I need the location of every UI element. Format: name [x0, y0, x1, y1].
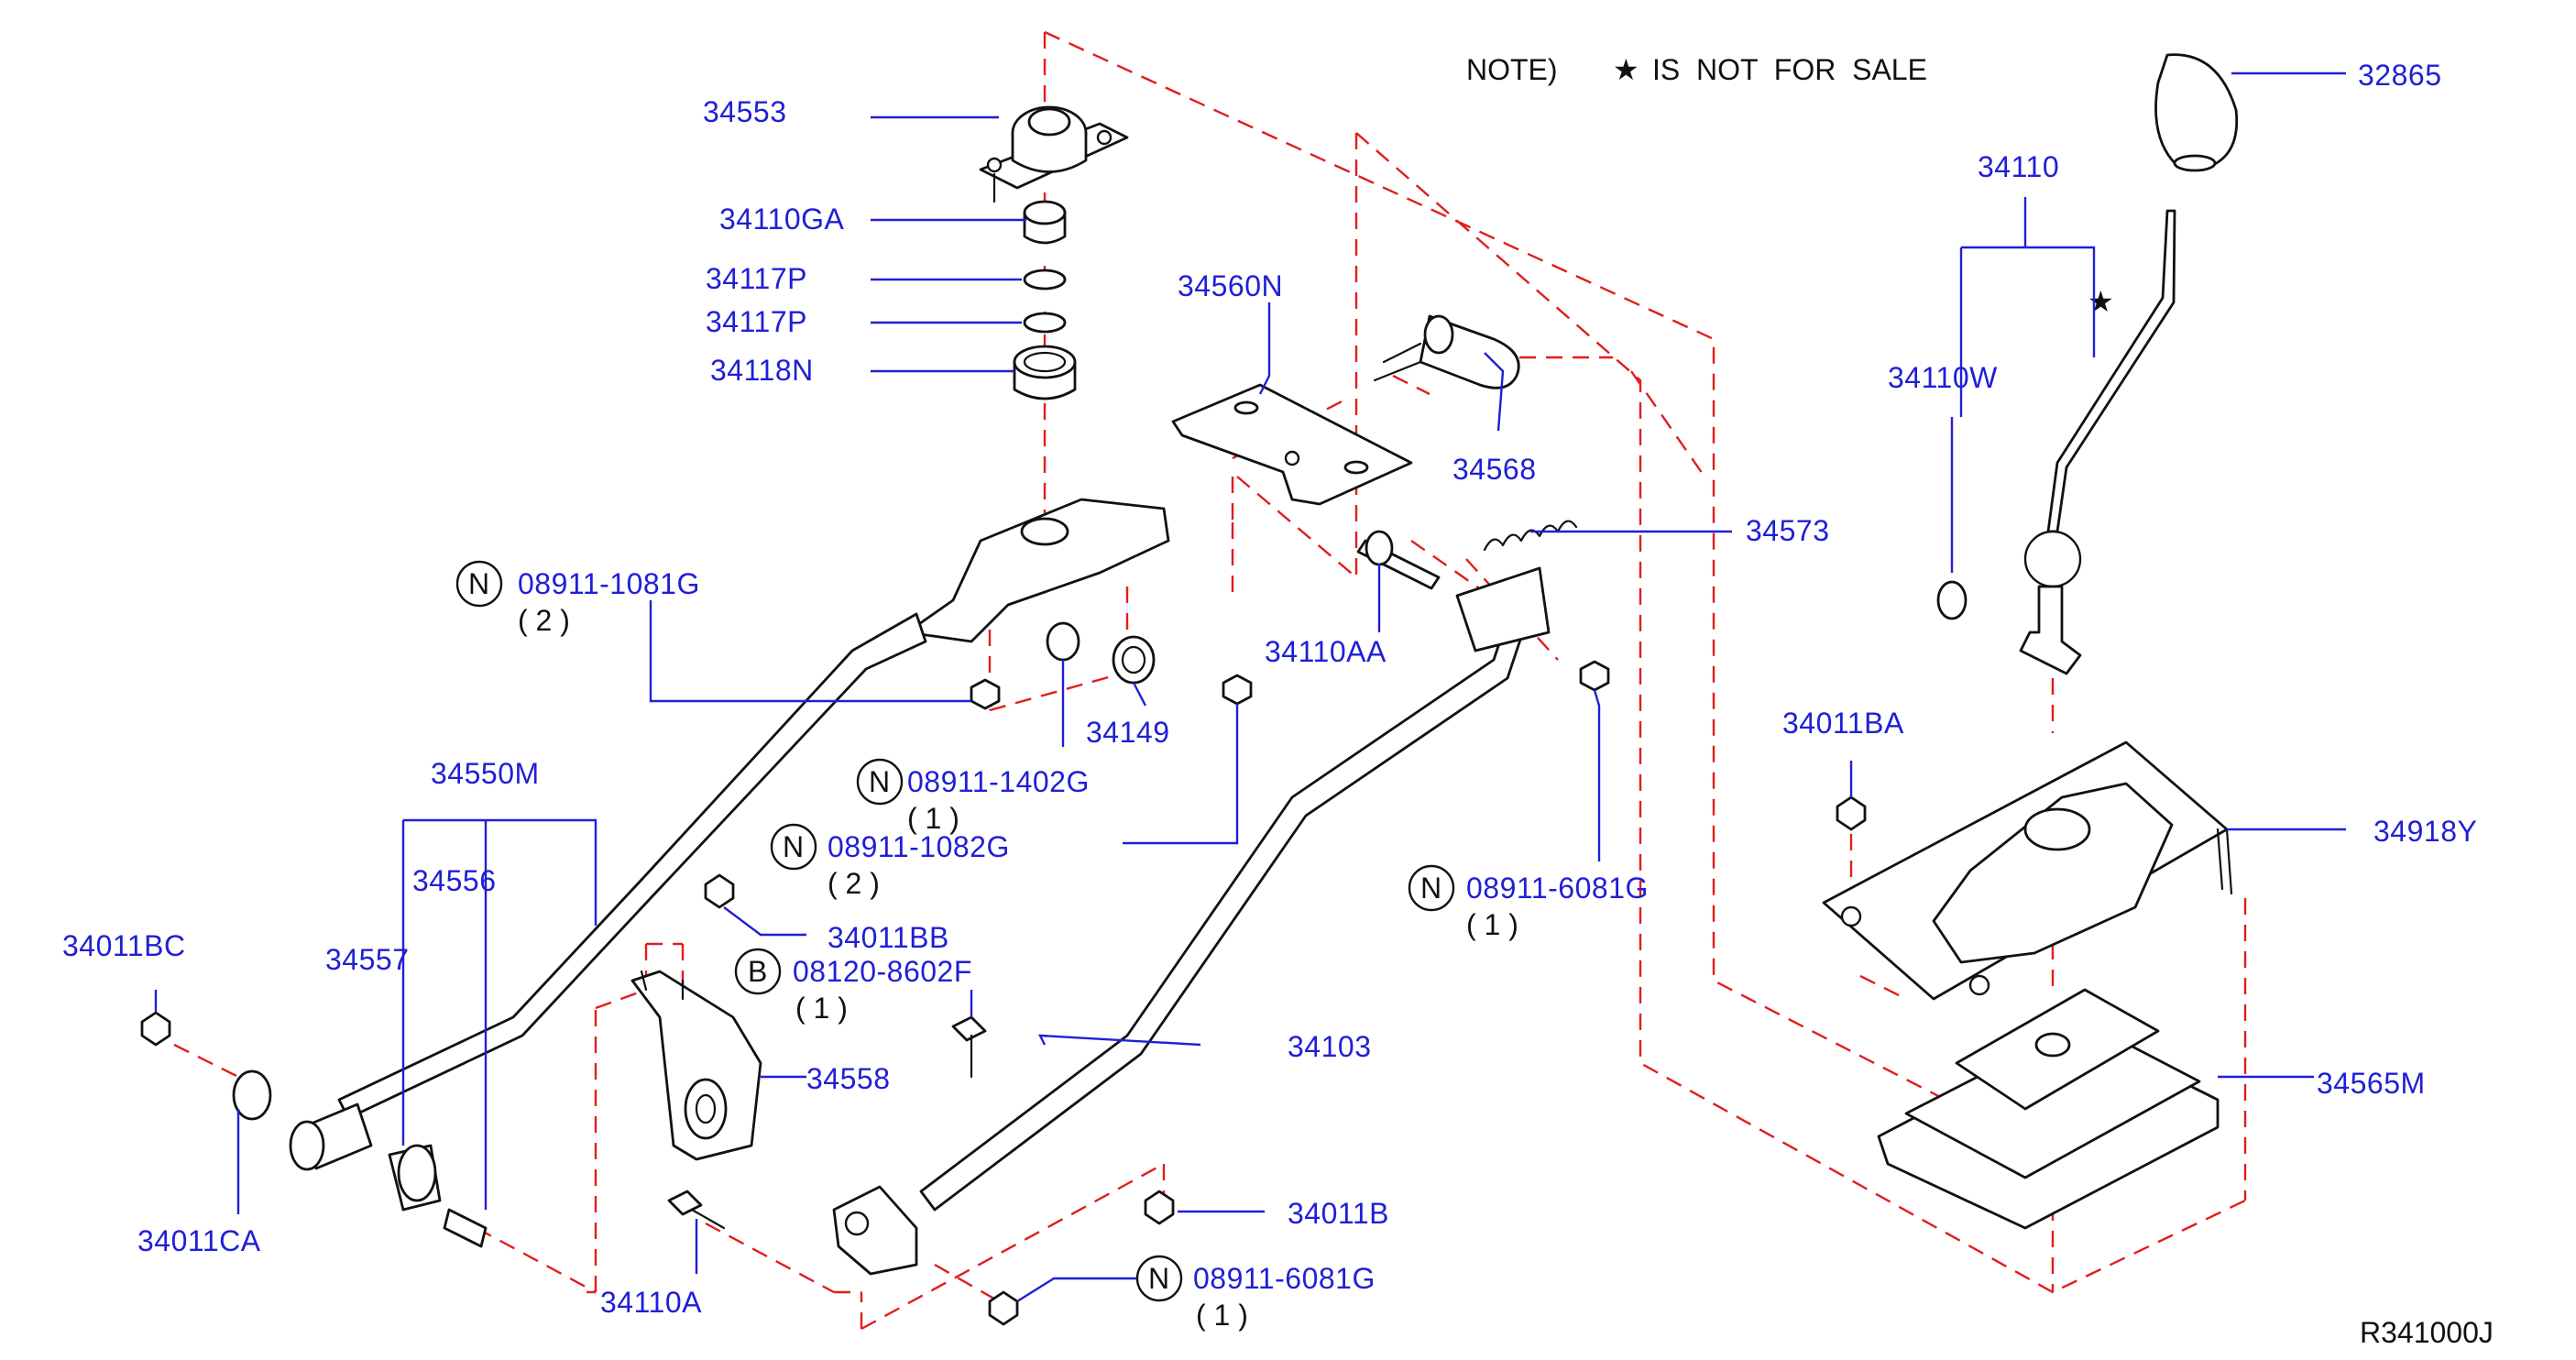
label-34117P-b: 34117P: [706, 305, 807, 338]
qty-08911-1082G: ( 2 ): [828, 867, 880, 900]
label-34110A: 34110A: [600, 1286, 702, 1319]
part-34011CA-washer[interactable]: [232, 1069, 272, 1121]
label-34550M: 34550M: [431, 757, 540, 790]
part-34556-collar[interactable]: [443, 1208, 488, 1248]
part-08120-8602F-bolt[interactable]: [951, 1015, 987, 1079]
label-34560N: 34560N: [1178, 269, 1283, 302]
part-34103-rod[interactable]: [832, 566, 1551, 1276]
label-34110: 34110: [1978, 150, 2059, 183]
label-34011CA: 34011CA: [137, 1224, 261, 1257]
qty-08911-1402G: ( 1 ): [907, 802, 959, 835]
part-34110-shift-lever[interactable]: [2019, 209, 2176, 675]
part-34117P-ring-lower[interactable]: [1023, 312, 1067, 334]
label-34117P-a: 34117P: [706, 262, 807, 295]
prefix-n-6081G-upper: N: [1420, 872, 1441, 905]
part-labels: 34553 34110GA 34117P 34117P 34118N 34560…: [62, 59, 2477, 1332]
label-08911-6081G-upper: 08911-6081G: [1466, 872, 1649, 905]
part-34011B-nut[interactable]: [1144, 1190, 1175, 1225]
prefix-n-1402G: N: [869, 765, 890, 798]
label-08911-1082G: 08911-1082G: [828, 830, 1010, 863]
part-34011BC-nut[interactable]: [140, 1011, 171, 1047]
part-08911-1081G-nut[interactable]: [970, 678, 1001, 710]
part-34110W-seal[interactable]: [1936, 580, 1968, 620]
label-34011BA: 34011BA: [1782, 707, 1904, 740]
part-34573-spring[interactable]: [1483, 520, 1578, 552]
qty-08911-6081G-lower: ( 1 ): [1196, 1299, 1248, 1332]
part-08911-1082G-nut[interactable]: [1222, 674, 1253, 706]
part-34565M-boot[interactable]: [1877, 988, 2220, 1230]
label-34110AA: 34110AA: [1265, 635, 1387, 668]
leader-lines: [154, 71, 2346, 1303]
part-34557-grommet[interactable]: [388, 1144, 442, 1212]
part-34560N-bracket[interactable]: [1171, 383, 1413, 506]
part-32865-knob[interactable]: [2154, 53, 2239, 172]
label-34011B: 34011B: [1288, 1197, 1389, 1230]
part-34011BA-nut[interactable]: [1836, 795, 1867, 831]
note-text: IS NOT FOR SALE: [1652, 53, 1927, 86]
qty-08911-1081G: ( 2 ): [518, 604, 570, 637]
label-34110W: 34110W: [1888, 361, 1998, 394]
label-34553: 34553: [703, 95, 786, 128]
label-34573: 34573: [1746, 514, 1829, 547]
label-08911-1081G: 08911-1081G: [518, 567, 700, 600]
label-34565M: 34565M: [2317, 1067, 2426, 1100]
part-34568-pin[interactable]: [1373, 314, 1520, 389]
prefix-n-1081G: N: [468, 567, 489, 600]
prefix-n-6081G-lower: N: [1148, 1262, 1169, 1295]
circled-prefixes: N N N B N N: [455, 560, 1455, 1302]
prefix-b-8602F: B: [748, 955, 767, 988]
part-34117P-ring-upper[interactable]: [1023, 269, 1067, 291]
part-08911-6081G-nut-upper[interactable]: [1579, 660, 1610, 692]
label-08120-8602F: 08120-8602F: [793, 955, 972, 988]
label-34118N: 34118N: [710, 354, 814, 387]
part-34110A-bolt[interactable]: [667, 1190, 726, 1230]
label-08911-6081G-lower: 08911-6081G: [1193, 1262, 1376, 1295]
part-34011BB-nut[interactable]: [704, 873, 735, 909]
part-34558-bracket[interactable]: [630, 970, 762, 1161]
part-34918Y-housing[interactable]: [1822, 740, 2233, 1001]
label-08911-1402G: 08911-1402G: [907, 765, 1090, 798]
part-34553-bracket[interactable]: [979, 105, 1129, 203]
label-34149: 34149: [1086, 716, 1169, 749]
part-34110AA-bolt[interactable]: [1356, 530, 1441, 590]
label-34568: 34568: [1452, 453, 1536, 486]
part-34110GA-bushing[interactable]: [1023, 200, 1067, 245]
label-32865: 32865: [2358, 59, 2441, 92]
note-label: NOTE): [1466, 53, 1558, 86]
label-34556: 34556: [412, 864, 496, 897]
label-34557: 34557: [325, 943, 409, 976]
label-34011BC: 34011BC: [62, 929, 186, 962]
label-34110GA: 34110GA: [719, 203, 845, 236]
part-34149-bushing[interactable]: [1046, 621, 1156, 685]
note-star: ★: [1613, 53, 1639, 86]
not-for-sale-star: ★: [2088, 285, 2114, 318]
part-34550M-lever-rod[interactable]: [289, 498, 1170, 1171]
qty-08911-6081G-upper: ( 1 ): [1466, 908, 1518, 941]
part-34118N-bushing[interactable]: [1013, 345, 1077, 400]
label-34558: 34558: [806, 1062, 890, 1095]
part-08911-6081G-nut-lower[interactable]: [988, 1290, 1019, 1326]
label-34103: 34103: [1288, 1030, 1371, 1063]
label-34011BB: 34011BB: [828, 921, 949, 954]
qty-08120-8602F: ( 1 ): [795, 992, 848, 1025]
diagram-code: R341000J: [2360, 1316, 2494, 1349]
label-34918Y: 34918Y: [2373, 815, 2477, 848]
prefix-n-1082G: N: [783, 830, 804, 863]
